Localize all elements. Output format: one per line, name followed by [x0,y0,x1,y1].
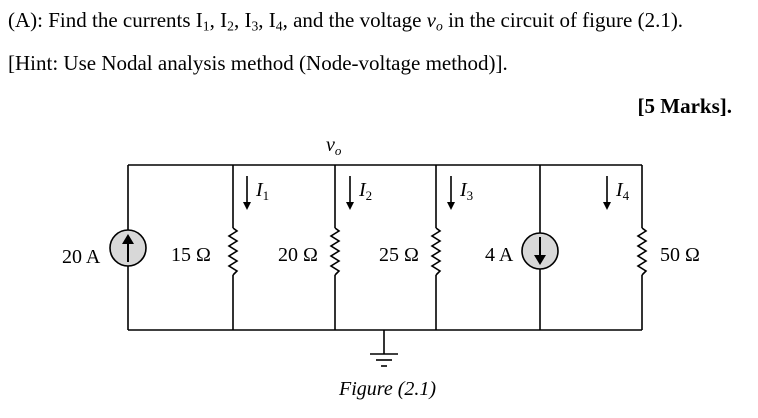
question-line-1: (A): Find the currents I1, I2, I3, I4, a… [8,8,683,34]
figure-caption: Figure (2.1) [338,378,436,400]
voltage-symbol: v [426,8,436,32]
resistor-50-label: 50 Ω [660,244,700,266]
separator: , I [233,8,252,32]
resistor-15-ohm [227,227,239,276]
current-label-i2: I2 [358,179,372,203]
source-4a-label: 4 A [485,244,514,266]
separator: , I [209,8,228,32]
subscript: o [435,18,443,34]
question-text: in the circuit of figure (2.1). [442,8,684,32]
ground-icon [370,353,398,367]
current-label-i3: I3 [459,179,473,203]
subscript: 3 [251,18,259,34]
current-source-4a [521,232,559,270]
question-text: (A): Find the currents I [8,8,203,32]
subscript: 4 [275,18,283,34]
resistor-25-ohm [430,227,442,276]
current-source-20a [109,229,147,267]
marks-label: [5 Marks]. [637,94,732,118]
current-label-i4: I4 [615,179,630,203]
resistor-25-label: 25 Ω [379,244,419,266]
resistor-50-ohm [636,227,648,276]
current-label-i1: I1 [255,179,269,203]
resistor-15-label: 15 Ω [171,244,211,266]
resistor-20-label: 20 Ω [278,244,318,266]
subscript: 2 [227,18,234,34]
subscript: 1 [202,18,210,34]
resistor-20-ohm [329,227,341,276]
question-text: , and the voltage [282,8,427,32]
node-voltage-label: vo [326,134,342,158]
separator: , I [258,8,276,32]
hint-line: [Hint: Use Nodal analysis method (Node-v… [8,51,508,75]
source-20a-label: 20 A [62,246,101,268]
